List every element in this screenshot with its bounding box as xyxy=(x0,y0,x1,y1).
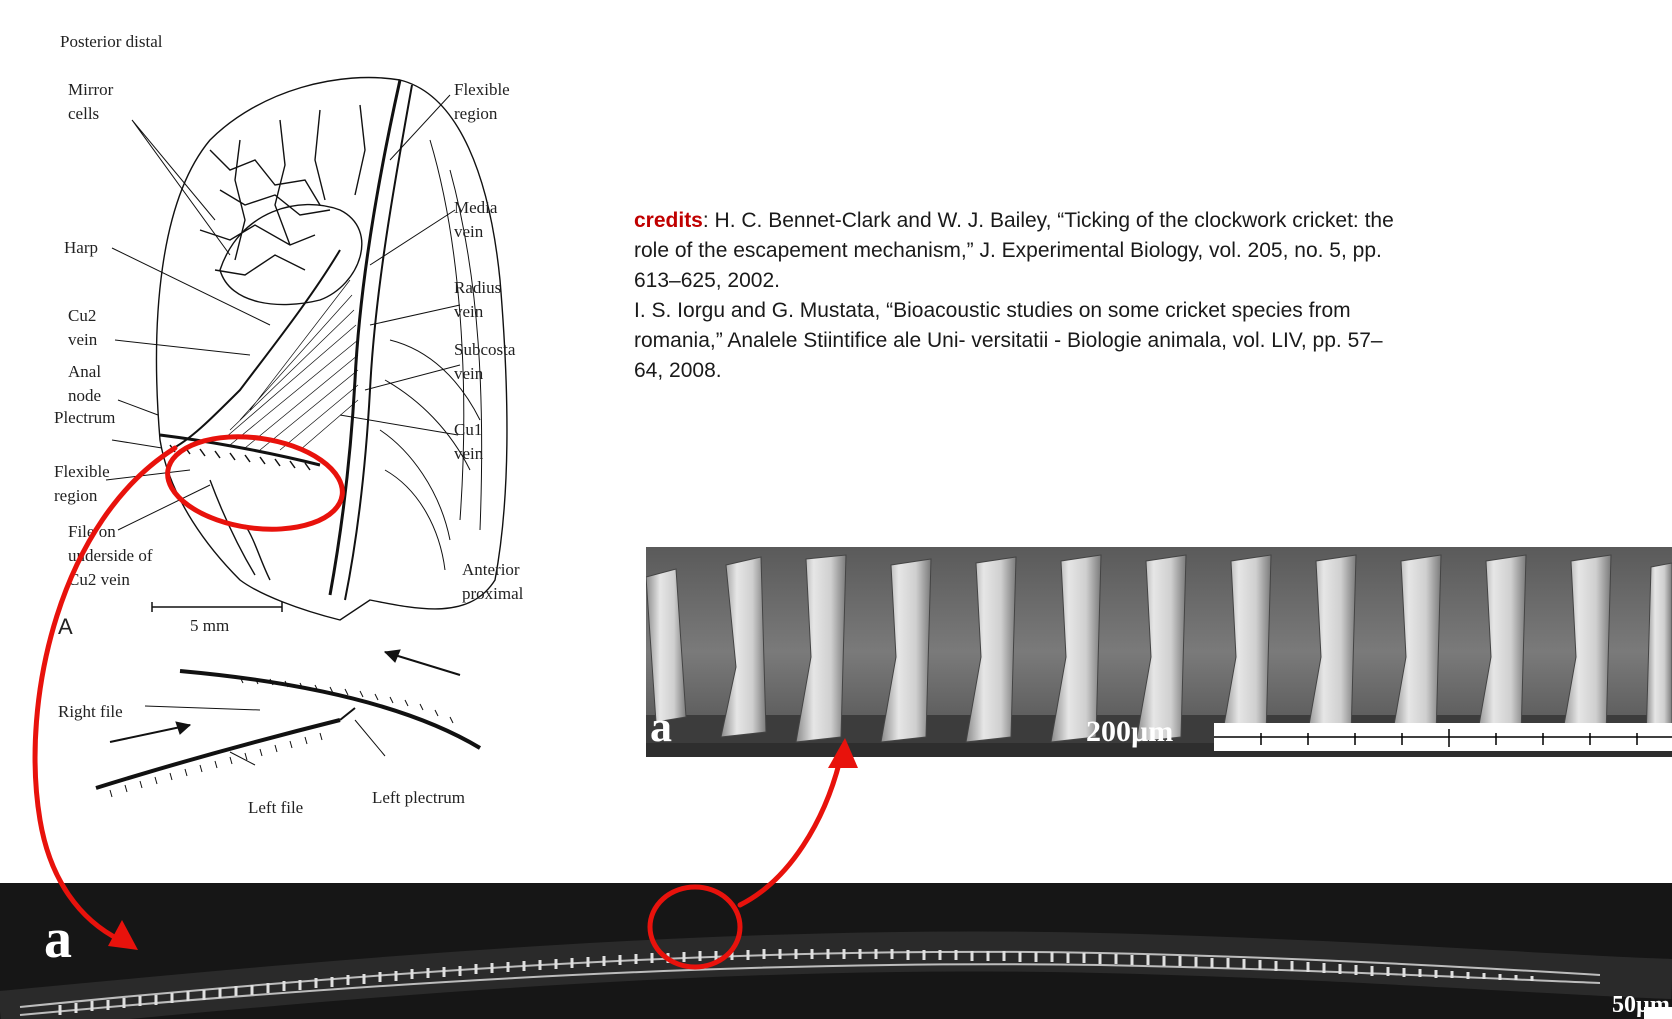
left-plectrum xyxy=(340,708,355,720)
label-flexible-region-left: Flexible region xyxy=(54,460,110,508)
harp-hatching xyxy=(225,280,358,450)
left-file-bar xyxy=(96,720,340,788)
scale-bar xyxy=(152,602,282,612)
label-harp: Harp xyxy=(64,236,98,260)
sem-full-panel-letter: a xyxy=(44,911,72,967)
label-left-plectrum: Left plectrum xyxy=(372,786,465,810)
sem-full-file-image: a 50µm xyxy=(0,883,1672,1019)
label-anterior-proximal: Anterior proximal xyxy=(462,558,523,606)
mirror-cells xyxy=(200,105,365,275)
sem-full-scale-label: 50µm xyxy=(1612,993,1670,1017)
sem-zoom-panel-letter: a xyxy=(650,705,672,749)
label-media-vein: Media vein xyxy=(454,196,497,244)
label-posterior-distal: Posterior distal xyxy=(60,30,162,54)
right-file-bar xyxy=(180,671,480,748)
scale-bar-ticks xyxy=(1214,723,1672,751)
wing-drawing xyxy=(40,20,600,880)
credit-line-5: romania,” Analele Stiintifice ale Uni- v… xyxy=(634,326,1672,356)
wing-diagram: Posterior distal Mirror cells Flexible r… xyxy=(40,20,600,880)
credit-line-4: I. S. Iorgu and G. Mustata, “Bioacoustic… xyxy=(634,296,1672,326)
sem-zoom-scale-bar xyxy=(1214,723,1672,751)
label-plectrum: Plectrum xyxy=(54,406,115,430)
label-radius-vein: Radius vein xyxy=(454,276,501,324)
label-right-file: Right file xyxy=(58,700,123,724)
label-cu2-vein: Cu2 vein xyxy=(68,304,97,352)
label-mirror-cells: Mirror cells xyxy=(68,78,113,126)
credit-line-3: 613–625, 2002. xyxy=(634,266,1672,296)
credits-block: credits: H. C. Bennet-Clark and W. J. Ba… xyxy=(634,206,1672,386)
sem-zoomed-image: a 200µm xyxy=(646,547,1672,757)
label-file-underside: File on underside of Cu2 vein xyxy=(68,520,153,592)
label-left-file: Left file xyxy=(248,796,303,820)
credit-line-1-text: : H. C. Bennet-Clark and W. J. Bailey, “… xyxy=(703,209,1394,232)
credit-line-2: role of the escapement mechanism,” J. Ex… xyxy=(634,236,1672,266)
label-cu1-vein: Cu1 vein xyxy=(454,418,483,466)
label-anal-node: Anal node xyxy=(68,360,101,408)
label-subcosta-vein: Subcosta vein xyxy=(454,338,515,386)
sem-file-strip xyxy=(0,883,1672,1019)
file-region xyxy=(160,435,320,465)
label-scale-5mm: 5 mm xyxy=(190,614,229,638)
leader-lines xyxy=(106,95,460,530)
credit-line-1: credits: H. C. Bennet-Clark and W. J. Ba… xyxy=(634,206,1672,236)
main-veins xyxy=(330,80,400,595)
credit-line-6: 64, 2008. xyxy=(634,356,1672,386)
sem-zoom-scale-label: 200µm xyxy=(1086,717,1173,747)
credits-key: credits xyxy=(634,209,703,232)
panel-letter-A: A xyxy=(58,614,73,640)
label-flexible-region-top: Flexible region xyxy=(454,78,510,126)
